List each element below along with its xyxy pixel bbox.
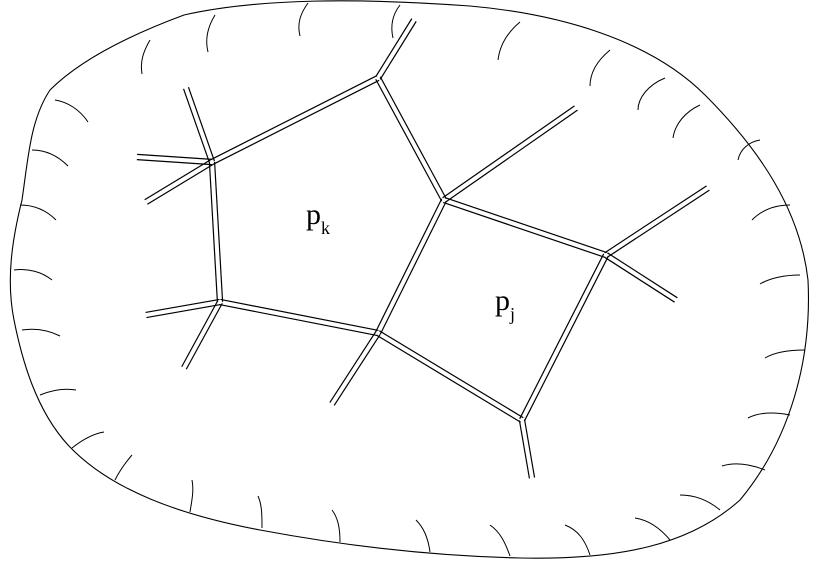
edge-line	[137, 153, 213, 161]
edge-line	[333, 334, 381, 406]
edge-line	[213, 161, 224, 302]
edge-line	[144, 159, 211, 201]
edge-line	[518, 420, 531, 479]
boundary-hatching	[13, 2, 806, 557]
cell-label-pj-sub: j	[510, 304, 516, 324]
cell-label-pj: pj	[495, 284, 515, 324]
edge-line	[146, 303, 221, 319]
cell-label-pk: pk	[306, 198, 330, 238]
edge-line	[442, 105, 575, 199]
edge-line	[379, 21, 417, 80]
cell-edges	[136, 18, 710, 479]
edge-line	[219, 303, 378, 337]
edge-line	[147, 163, 214, 205]
edge-line	[329, 331, 377, 403]
edge-line	[519, 253, 605, 420]
edge-line	[375, 18, 413, 77]
edge-line	[604, 185, 707, 254]
edge-line	[212, 79, 380, 165]
edge-line	[182, 88, 211, 164]
edge-line	[442, 201, 606, 259]
edge-line	[376, 334, 521, 423]
region-boundary	[9, 0, 809, 559]
edge-line	[444, 196, 608, 254]
edge-line	[181, 300, 219, 368]
edge-line	[523, 419, 536, 478]
cell-label-pk-main: p	[306, 198, 321, 231]
edge-line	[445, 109, 578, 203]
edge-line	[185, 302, 223, 370]
edge-line	[523, 255, 609, 422]
edge-line	[379, 76, 447, 200]
edge-line	[145, 298, 220, 314]
cell-label-pj-main: p	[495, 284, 510, 317]
edge-line	[375, 78, 443, 202]
edge-line	[607, 189, 710, 258]
edge-line	[379, 200, 447, 335]
edge-line	[136, 158, 212, 166]
cell-label-pk-sub: k	[321, 218, 330, 238]
edge-line	[375, 198, 443, 333]
edge-line	[607, 252, 678, 299]
edge-line	[208, 162, 219, 303]
edge-line	[220, 298, 379, 332]
edge-line	[379, 330, 524, 419]
edge-line	[210, 75, 378, 161]
edge-line	[187, 86, 216, 162]
edge-line	[604, 256, 675, 303]
